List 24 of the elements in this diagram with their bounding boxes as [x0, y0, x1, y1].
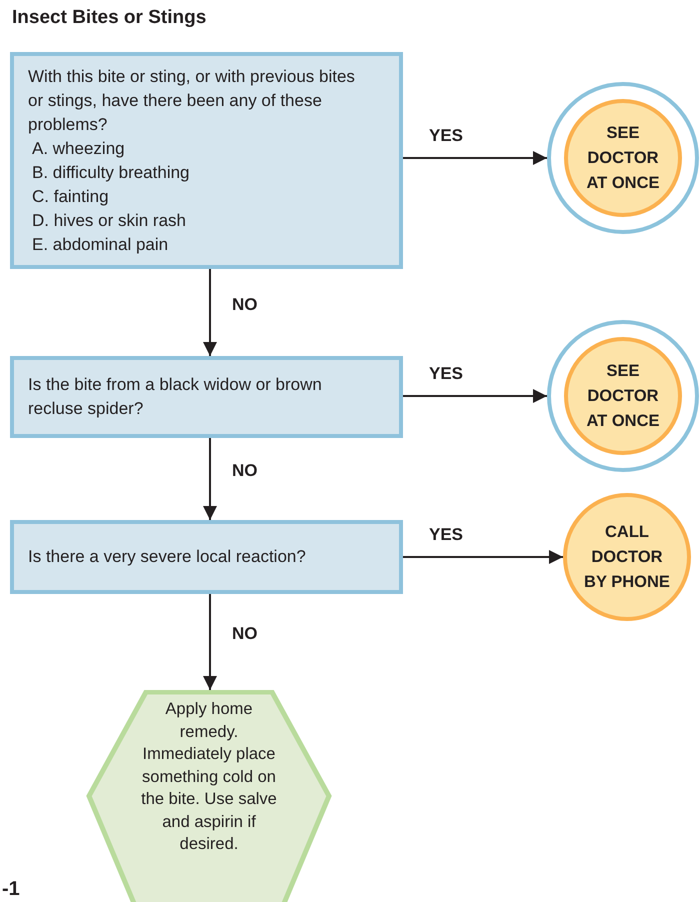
question-text: Is the bite from a black widow or brown recluse spider?: [28, 374, 323, 420]
figure-number: -1: [2, 878, 20, 901]
arrow: [203, 594, 217, 690]
outcome-text: SEE DOCTOR AT ONCE: [585, 360, 661, 432]
arrow: [403, 389, 547, 403]
arrow: [403, 550, 563, 564]
outcome-text: CALL DOCTOR BY PHONE: [583, 522, 671, 592]
question-text: With this bite or sting, or with previous bites or stings, have there been any of these problems?: [28, 66, 356, 136]
arrow: [403, 151, 547, 165]
outcome-text: SEE DOCTOR AT ONCE: [585, 122, 661, 194]
question-box: [10, 520, 403, 594]
option-text: A. wheezing: [31, 138, 126, 160]
action-text: Apply home remedy. Immediately place something cold on the bite. Use salve and aspirin if desired.: [140, 699, 278, 855]
question-text: Is there a very severe local reaction?: [28, 546, 307, 568]
action-hexagon: [86, 690, 332, 902]
option-text: E. abdominal pain: [31, 234, 170, 256]
option-text: C. fainting: [31, 186, 110, 208]
question-box: [10, 356, 403, 438]
option-text: D. hives or skin rash: [31, 210, 187, 232]
arrow: [203, 438, 217, 520]
title: Insect Bites or Stings: [12, 7, 206, 29]
question-box: [10, 52, 403, 269]
arrow: [203, 269, 217, 356]
option-text: B. difficulty breathing: [31, 162, 190, 184]
